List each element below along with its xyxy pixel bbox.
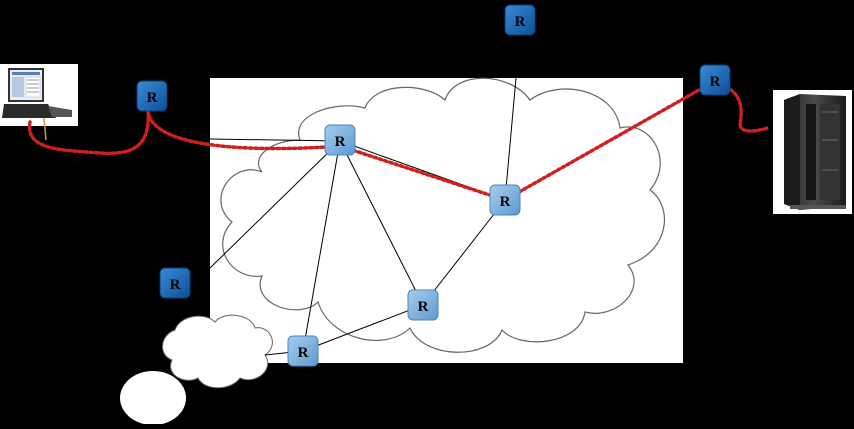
router-label: R <box>170 277 181 293</box>
routers: R R R R R R R R <box>136 4 731 367</box>
router-label: R <box>335 134 346 150</box>
dotted-route <box>27 80 770 202</box>
router-label: R <box>515 14 526 30</box>
router-r-core-1: R <box>324 124 356 156</box>
router-icon <box>159 267 191 299</box>
edge-bubble <box>120 371 186 425</box>
router-r-core-3: R <box>407 289 439 321</box>
router-r-edge-bottom: R <box>287 335 319 367</box>
link <box>422 199 506 306</box>
router-r-right-server: R <box>699 64 731 96</box>
link <box>209 138 341 142</box>
link <box>302 140 341 352</box>
router-label: R <box>500 194 511 210</box>
router-icon <box>287 335 319 367</box>
router-icon <box>699 64 731 96</box>
router-r-top: R <box>504 4 536 36</box>
router-icon <box>407 289 439 321</box>
router-label: R <box>147 90 158 106</box>
link <box>209 140 341 269</box>
router-icon <box>489 184 521 216</box>
edge-cloud <box>162 314 273 389</box>
router-icon <box>324 124 356 156</box>
router-icon <box>504 4 536 36</box>
router-r-left-mid: R <box>159 267 191 299</box>
link <box>504 77 517 201</box>
router-r-core-2: R <box>489 184 521 216</box>
server-icon <box>773 90 852 214</box>
router-r-left-laptop: R <box>136 80 168 112</box>
link <box>339 140 424 306</box>
router-label: R <box>710 74 721 90</box>
link <box>302 304 424 352</box>
router-icon <box>136 80 168 112</box>
laptop-icon <box>0 64 78 141</box>
router-label: R <box>298 345 309 361</box>
router-label: R <box>418 299 429 315</box>
